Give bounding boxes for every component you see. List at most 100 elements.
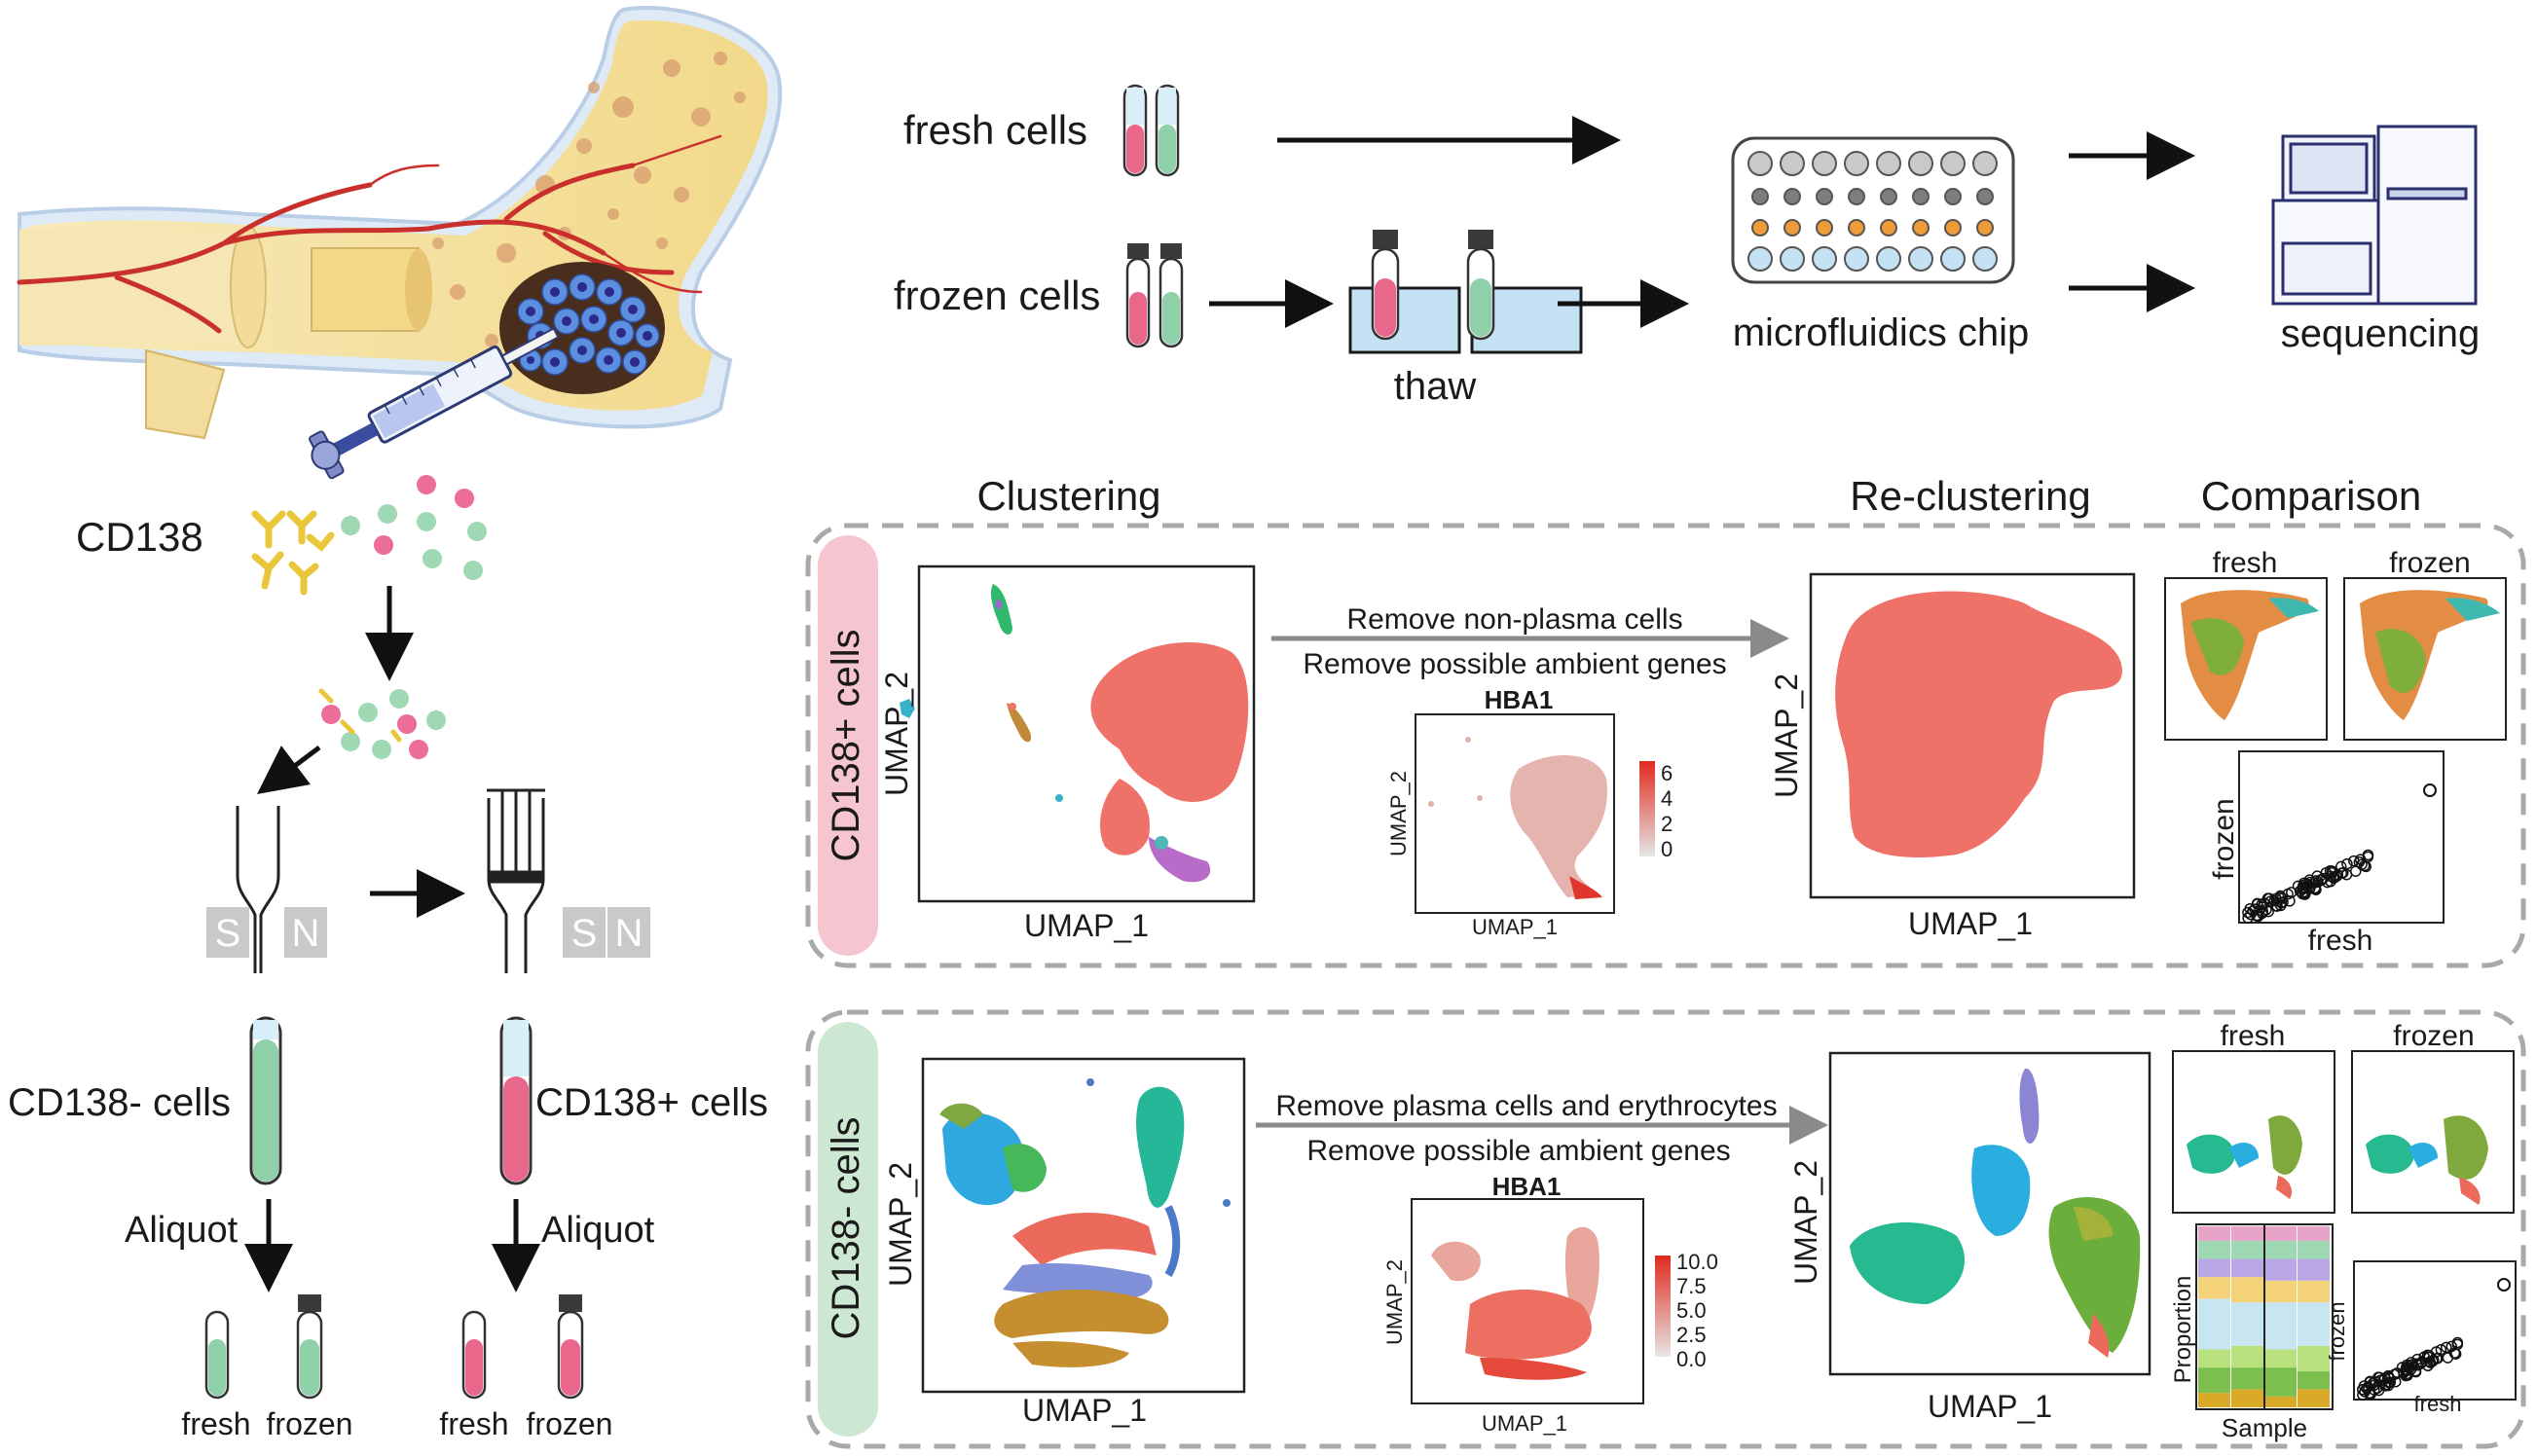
chip-well xyxy=(1780,151,1805,176)
chip-well xyxy=(1747,151,1773,176)
scatter-point xyxy=(2364,1387,2375,1400)
proportion-bar-segment xyxy=(2298,1226,2330,1241)
scatter-point xyxy=(2445,1340,2457,1353)
cd138-negative-tube xyxy=(249,1016,282,1185)
umap-y-label-neg: UMAP_2 xyxy=(883,1162,918,1287)
umap-y-label-pos: UMAP_2 xyxy=(879,672,914,796)
scatter-point xyxy=(2270,892,2282,905)
proportion-bar-segment xyxy=(2298,1345,2330,1371)
chip-well xyxy=(1940,246,1966,272)
scatter-point xyxy=(2252,898,2263,910)
thaw-bath-icon xyxy=(1348,230,1583,354)
umap-x-label-reneg: UMAP_1 xyxy=(1928,1389,2052,1424)
workflow-row: fresh cells frozen cells xyxy=(894,84,2480,408)
step-remove-ambient-pos: Remove possible ambient genes xyxy=(1303,648,1726,680)
proportion-bar-segment xyxy=(2231,1277,2263,1303)
scatter-point xyxy=(2406,1357,2417,1368)
proportion-bar-segment xyxy=(2264,1349,2297,1368)
label-frozen-cells: frozen cells xyxy=(894,273,1100,318)
comparison-frozen-neg: frozen xyxy=(2393,1020,2474,1052)
feature-y-label-neg: UMAP_2 xyxy=(1382,1259,1407,1345)
chip-well xyxy=(1751,188,1769,205)
scatter-point xyxy=(2261,892,2274,904)
chip-well xyxy=(1751,219,1769,237)
bone-marrow-illustration xyxy=(17,6,783,480)
scatter-points-neg xyxy=(2356,1278,2511,1401)
chip-well xyxy=(1876,246,1901,272)
svg-text:N: N xyxy=(292,912,320,955)
scatter-x-label-pos: fresh xyxy=(2308,925,2373,957)
proportion-bar-segment xyxy=(2264,1226,2297,1241)
colorbar-tick-label: 10.0 xyxy=(1676,1250,1718,1274)
colorbar-tick-label: 2 xyxy=(1661,812,1673,836)
panel-label-neg: CD138- cells xyxy=(825,1117,867,1340)
scatter-point xyxy=(2353,856,2366,868)
colorbar-tick-label: 0.0 xyxy=(1676,1347,1707,1371)
chip-well xyxy=(1880,219,1897,237)
label-cd138-pos: CD138+ cells xyxy=(535,1081,768,1124)
svg-text:S: S xyxy=(571,912,598,955)
umap-reclusters-neg xyxy=(1850,1068,2141,1358)
cells-icon xyxy=(341,475,487,580)
gene-label-neg: HBA1 xyxy=(1492,1172,1562,1201)
header-reclustering: Re-clustering xyxy=(1850,473,2090,519)
step-remove-nonplasma: Remove non-plasma cells xyxy=(1346,603,1682,636)
label-fresh-left: fresh xyxy=(181,1406,250,1441)
chip-well xyxy=(1944,219,1962,237)
svg-text:S: S xyxy=(215,912,241,955)
scatter-point xyxy=(2400,1364,2411,1375)
chip-well xyxy=(1940,151,1966,176)
step-remove-plasma: Remove plasma cells and erythrocytes xyxy=(1275,1090,1777,1122)
umap-clusters-pos xyxy=(900,584,1249,883)
feature-x-label-pos: UMAP_1 xyxy=(1472,915,1558,939)
colorbar-pos xyxy=(1639,761,1655,856)
label-cd138: CD138 xyxy=(76,514,203,560)
proportion-bar-segment xyxy=(2231,1240,2263,1259)
proportion-bar-segment xyxy=(2298,1302,2330,1346)
cd138-positive-panel: CD138+ cells UMAP_1 UMAP_2 Remove non-pl… xyxy=(805,523,2526,968)
chip-well xyxy=(1880,188,1897,205)
chip-well xyxy=(1780,246,1805,272)
proportion-x-label: Sample xyxy=(2222,1413,2307,1442)
comparison-umap-frozen-neg xyxy=(2351,1050,2515,1214)
chip-well xyxy=(1976,219,1994,237)
proportion-bar-segment xyxy=(2264,1396,2297,1407)
proportion-bar-segment xyxy=(2298,1258,2330,1281)
proportion-bar-segment xyxy=(2298,1280,2330,1303)
proportion-bar-segment xyxy=(2198,1298,2230,1350)
chip-well xyxy=(1812,246,1837,272)
label-cd138-neg: CD138- cells xyxy=(8,1081,231,1124)
header-comparison: Comparison xyxy=(2201,473,2421,519)
label-thaw: thaw xyxy=(1394,365,1477,408)
proportion-bar-segment xyxy=(2231,1258,2263,1278)
proportion-y-label: Proportion xyxy=(2170,1276,2196,1384)
colorbar-tick-label: 2.5 xyxy=(1676,1323,1707,1347)
sequencer-icon xyxy=(2271,125,2478,306)
chip-well xyxy=(1844,246,1869,272)
umap-clusters-neg xyxy=(939,1078,1231,1367)
label-frozen-right: frozen xyxy=(527,1406,613,1441)
scatter-point xyxy=(2497,1278,2511,1292)
comparison-fresh-neg: fresh xyxy=(2221,1020,2286,1052)
comparison-fresh-pos: fresh xyxy=(2213,547,2278,579)
proportion-bar-segment xyxy=(2298,1389,2330,1407)
chip-well xyxy=(1783,188,1801,205)
scatter-point xyxy=(2359,1386,2371,1398)
scatter-points-pos xyxy=(2242,783,2437,924)
scatter-point xyxy=(2308,877,2320,890)
chip-well xyxy=(1972,246,1998,272)
chip-well xyxy=(1912,188,1930,205)
colorbar-tick-label: 7.5 xyxy=(1676,1274,1707,1298)
scatter-y-label-pos: frozen xyxy=(2208,798,2240,879)
scatter-point xyxy=(2264,895,2277,907)
label-aliquot-left: Aliquot xyxy=(125,1210,239,1251)
chip-well xyxy=(1848,188,1865,205)
magnet-icon: S N xyxy=(563,907,650,958)
chip-well xyxy=(1908,151,1933,176)
aliquot-tubes-negative xyxy=(204,1294,323,1400)
umap-y-label-repos: UMAP_2 xyxy=(1769,673,1804,798)
proportion-bar-segment xyxy=(2264,1367,2297,1397)
proportion-bar-segment xyxy=(2198,1258,2230,1278)
header-clustering: Clustering xyxy=(976,473,1160,519)
